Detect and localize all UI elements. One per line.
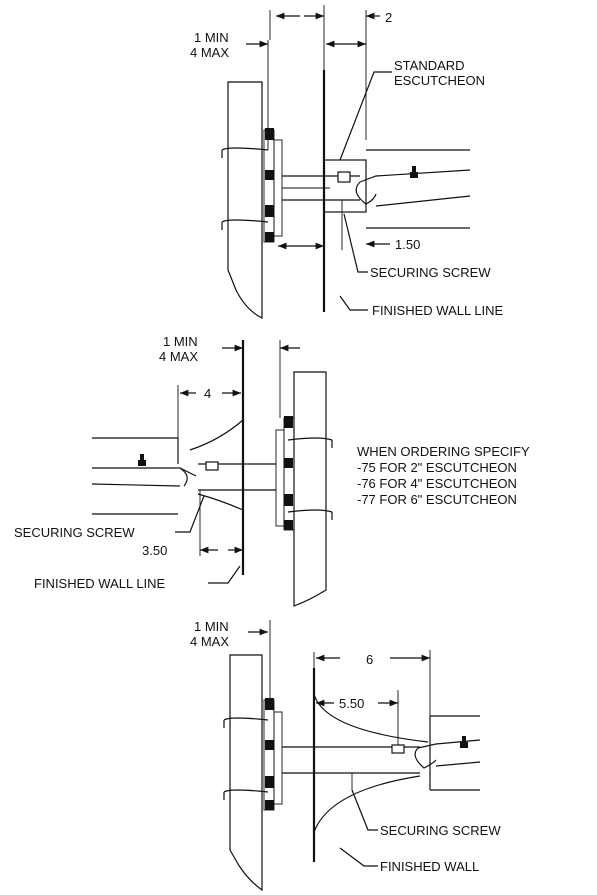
escutcheon-label-1: STANDARD	[394, 58, 465, 73]
note-line-76: -76 FOR 4" ESCUTCHEON	[357, 476, 517, 491]
bar-post	[221, 81, 269, 319]
escutcheon-label-2: ESCUTCHEON	[394, 73, 485, 88]
finished-wall-label: FINISHED WALL	[380, 859, 479, 874]
gap-label-max: 4 MAX	[159, 349, 198, 364]
gap-label-min: 1 MIN	[194, 30, 229, 45]
handle	[355, 149, 471, 229]
gap-label-min: 1 MIN	[194, 619, 229, 634]
gap-label-min: 1 MIN	[163, 334, 198, 349]
standard-escutcheon	[323, 159, 367, 213]
mount-bracket	[263, 698, 283, 811]
handle	[414, 715, 481, 791]
tube	[282, 171, 360, 201]
escutcheon-dim-2: 2	[385, 10, 392, 25]
securing-screw-label: SECURING SCREW	[380, 823, 501, 838]
bar-post	[223, 654, 269, 892]
ordering-notes: WHEN ORDERING SPECIFY -75 FOR 2" ESCUTCH…	[357, 444, 530, 507]
gap-label-max: 4 MAX	[190, 634, 229, 649]
view-6in-escutcheon: 1 MIN 4 MAX 6 5.50 SECURING SCREW FINISH…	[190, 619, 501, 892]
bar-post	[287, 371, 333, 607]
handle	[91, 437, 197, 515]
escutcheon-dim-4: 4	[204, 386, 211, 401]
mount-bracket	[275, 416, 295, 531]
securing-screw-label: SECURING SCREW	[14, 525, 135, 540]
mount-bracket	[263, 128, 283, 243]
screw-dim-1-50: 1.50	[395, 237, 420, 252]
note-line-75: -75 FOR 2" ESCUTCHEON	[357, 460, 517, 475]
screw-dim-3-50: 3.50	[142, 543, 167, 558]
view-2in-escutcheon: 1 MIN 4 MAX 2 STANDARD ESCUTCHEON 1.50 S…	[190, 5, 504, 319]
note-line-77: -77 FOR 6" ESCUTCHEON	[357, 492, 517, 507]
securing-screw-label: SECURING SCREW	[370, 265, 491, 280]
view-4in-escutcheon: 1 MIN 4 MAX 4 SECURING SCREW 3.50 FINISH…	[14, 334, 333, 607]
gap-label-max: 4 MAX	[190, 45, 229, 60]
finished-wall-line-label: FINISHED WALL LINE	[372, 303, 504, 318]
screw-dim-5-50: 5.50	[339, 696, 364, 711]
escutcheon	[313, 693, 429, 743]
escutcheon	[189, 419, 244, 451]
finished-wall-line-label: FINISHED WALL LINE	[34, 576, 166, 591]
escutcheon-dim-6: 6	[366, 652, 373, 667]
notes-title: WHEN ORDERING SPECIFY	[357, 444, 530, 459]
